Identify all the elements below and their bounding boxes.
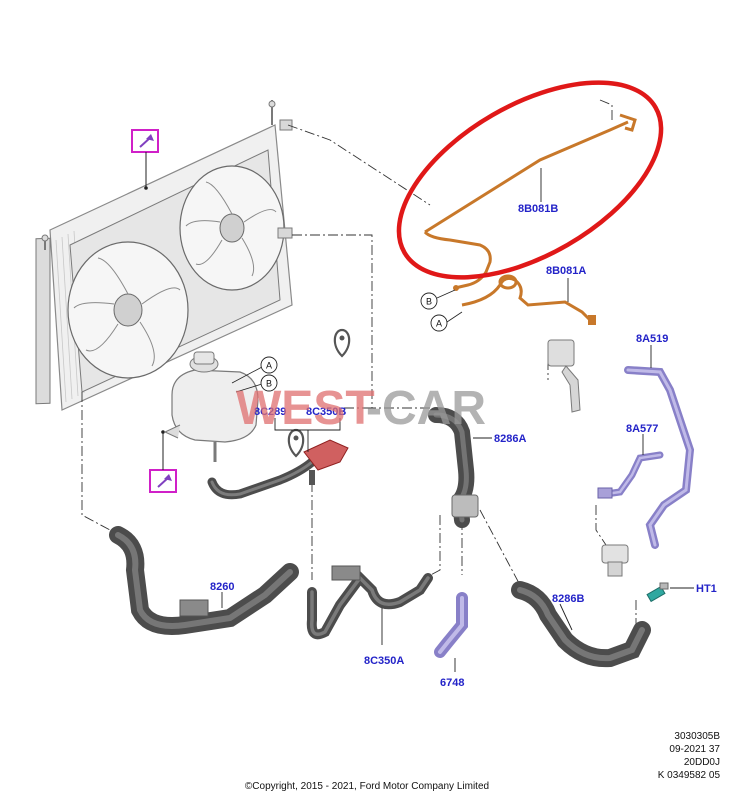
marker-bottom-magenta — [149, 469, 177, 493]
drawing-reference: 3030305B 09-2021 37 20DD0J K 0349582 05 — [600, 730, 720, 782]
west-car-watermark: WEST -CAR — [236, 382, 486, 435]
callout-a-mid: A — [231, 356, 278, 384]
label-8a577: 8A577 — [626, 423, 658, 435]
ref-line-4: K 0349582 05 — [657, 770, 720, 781]
callout-b-mid: B — [235, 374, 278, 393]
svg-text:WEST: WEST — [236, 382, 375, 435]
label-bracket — [274, 418, 341, 452]
location-pin-icon — [333, 328, 351, 358]
sensor-ht1 — [646, 582, 669, 603]
label-8b081a: 8B081A — [546, 265, 586, 277]
label-8286b: 8286B — [552, 593, 584, 605]
label-8286a: 8286A — [494, 433, 526, 445]
label-8a519: 8A519 — [636, 333, 668, 345]
highlighted-coupler — [303, 439, 349, 471]
hose-8a577 — [597, 451, 664, 499]
svg-text:-CAR: -CAR — [366, 382, 486, 435]
highlight-ellipse — [396, 80, 664, 280]
pipe-8b081b — [423, 113, 637, 291]
marker-top-magenta — [131, 129, 159, 153]
callout-a-top: A — [430, 311, 463, 332]
hose-8c350a — [306, 565, 433, 640]
reference-lines — [81, 99, 637, 640]
svg-text:A: A — [266, 361, 272, 371]
label-ht1: HT1 — [696, 583, 717, 595]
hose-8286a — [428, 407, 479, 528]
label-8260: 8260 — [210, 581, 234, 593]
copyright-notice: ©Copyright, 2015 - 2021, Ford Motor Comp… — [244, 781, 490, 792]
svg-text:A: A — [436, 319, 442, 329]
label-8c289: 8C289 — [254, 406, 286, 418]
label-8b081b: 8B081B — [518, 203, 558, 215]
hose-8a519 — [624, 366, 695, 549]
hose-6748 — [434, 592, 468, 658]
hose-8286b — [511, 581, 651, 668]
hose-8c289 — [207, 457, 317, 500]
hose-8260 — [109, 526, 299, 635]
ref-line-2: 09-2021 37 — [669, 744, 720, 755]
label-8c350b: 8C350B — [306, 406, 346, 418]
svg-text:B: B — [426, 297, 432, 307]
callout-b-top: B — [420, 289, 456, 310]
sensor-bracket — [547, 339, 581, 413]
svg-text:B: B — [266, 379, 272, 389]
pipe-8b081a — [461, 274, 596, 325]
radiator-fan-assembly — [35, 100, 293, 411]
coolant-expansion-tank — [163, 351, 259, 462]
label-8c350a: 8C350A — [364, 655, 404, 667]
ref-line-1: 3030305B — [674, 731, 720, 742]
valve-fitting — [601, 544, 629, 577]
ref-line-3: 20DD0J — [683, 757, 720, 768]
label-6748: 6748 — [440, 677, 464, 689]
